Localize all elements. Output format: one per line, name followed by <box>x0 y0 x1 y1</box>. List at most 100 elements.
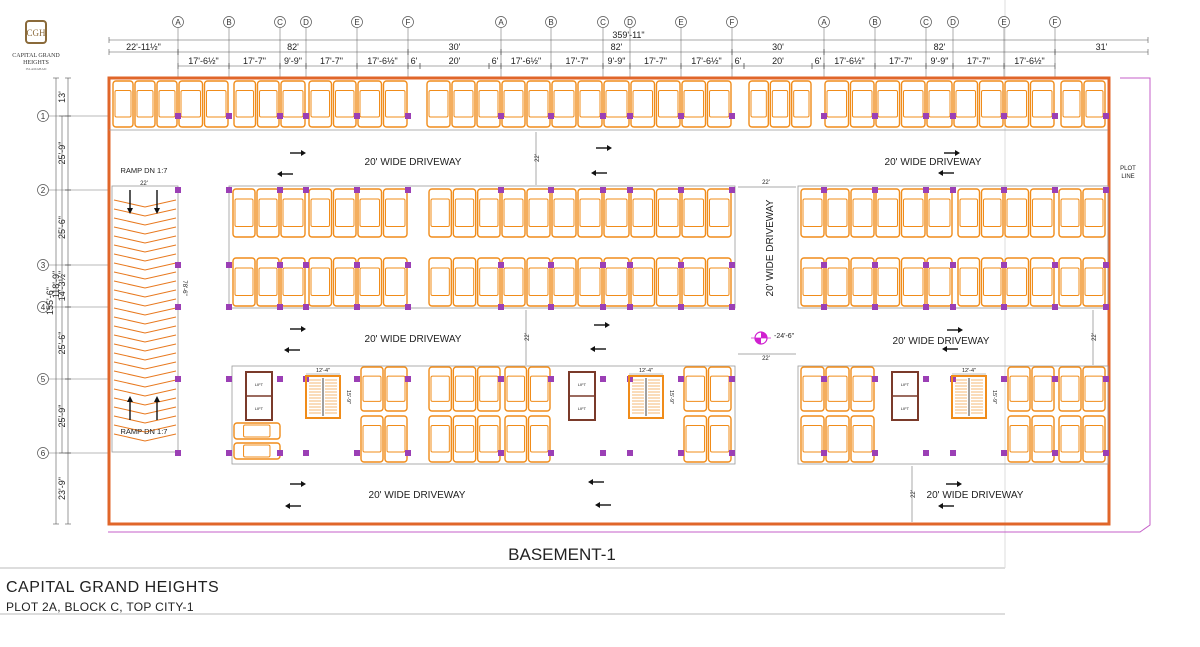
car-body <box>681 80 707 128</box>
car-cabin <box>903 90 924 118</box>
car-cabin <box>234 267 254 296</box>
ramp-label-top: RAMP DN 1:7 <box>121 166 168 175</box>
car-body <box>476 366 501 412</box>
car-stall-icon <box>178 80 204 128</box>
segment-dim-label: 31' <box>1096 42 1108 52</box>
car-cabin <box>158 90 176 118</box>
grid-column-label: D <box>627 18 633 27</box>
structural-column <box>548 450 554 456</box>
car-cabin <box>1032 267 1053 296</box>
car-body <box>875 188 901 238</box>
structural-column <box>950 113 956 119</box>
driveway-label: 20' WIDE DRIVEWAY <box>365 157 462 168</box>
car-stall-icon <box>706 80 732 128</box>
car-cabin <box>235 90 254 118</box>
car-body <box>203 80 229 128</box>
car-body <box>332 188 357 238</box>
car-cabin <box>802 375 823 402</box>
car-body <box>1004 188 1030 238</box>
ramp-slope-line <box>113 370 177 379</box>
car-stall-icon <box>203 80 229 128</box>
structural-column <box>923 262 929 268</box>
car-stall-icon <box>1004 257 1030 307</box>
grid-column-label: A <box>175 18 181 27</box>
car-cabin <box>335 267 355 296</box>
car-cabin <box>385 198 406 227</box>
grid-column-bubble <box>624 16 636 28</box>
car-cabin <box>1009 425 1029 453</box>
car-cabin <box>1009 375 1029 402</box>
car-stall-icon <box>357 80 383 128</box>
car-body <box>790 80 812 128</box>
car-cabin <box>454 375 475 402</box>
ramp-slope-line <box>113 316 177 325</box>
structural-column <box>405 376 411 382</box>
car-stall-icon <box>1029 188 1055 238</box>
car-body <box>825 257 850 307</box>
parking-island <box>797 365 1109 465</box>
car-body <box>178 80 204 128</box>
logo-tagline: ISLAMABAD <box>26 67 47 71</box>
car-stall-icon <box>504 366 528 412</box>
driveway-label: 20' WIDE DRIVEWAY <box>927 490 1024 501</box>
car-cabin <box>685 425 705 453</box>
ramp-slope-line <box>113 253 177 262</box>
car-cabin <box>658 267 679 296</box>
structural-column <box>277 113 283 119</box>
structural-column <box>950 450 956 456</box>
car-stall-icon <box>926 188 953 238</box>
car-stall-icon <box>900 257 926 307</box>
car-cabin <box>683 198 704 227</box>
car-stall-icon <box>428 188 453 238</box>
structural-column <box>405 187 411 193</box>
car-body <box>957 188 981 238</box>
structural-column <box>226 113 232 119</box>
car-body <box>706 80 732 128</box>
structural-column <box>872 113 878 119</box>
car-stall-icon <box>825 366 850 412</box>
car-stall-icon <box>849 80 875 128</box>
lift-label: LIFT <box>578 382 587 387</box>
car-stall-icon <box>769 80 791 128</box>
gap-dim-label: 22' <box>762 356 770 362</box>
car-body <box>551 80 577 128</box>
ramp-slope-line <box>113 244 177 253</box>
car-body <box>707 366 732 412</box>
car-cabin <box>1060 375 1080 402</box>
bay-dim-label: 6' <box>735 56 742 66</box>
segment-dim-label: 82' <box>287 42 299 52</box>
overall-height-dim-label: 155'-6" <box>45 287 55 315</box>
traffic-arrow-head <box>958 327 963 333</box>
structural-column <box>548 113 554 119</box>
structural-column <box>303 450 309 456</box>
car-body <box>769 80 791 128</box>
car-stall-icon <box>850 257 875 307</box>
structural-column <box>950 187 956 193</box>
car-stall-icon <box>476 80 501 128</box>
gap-dim-label: 22' <box>525 333 531 341</box>
car-cabin <box>243 424 271 438</box>
car-body <box>875 80 901 128</box>
structural-column <box>226 262 232 268</box>
car-stall-icon <box>382 188 408 238</box>
car-body <box>382 80 408 128</box>
car-cabin <box>258 198 278 227</box>
car-body <box>504 415 528 463</box>
car-stall-icon <box>452 415 477 463</box>
traffic-arrow-head <box>301 326 306 332</box>
car-stall-icon <box>926 80 953 128</box>
car-stall-icon <box>1007 415 1031 463</box>
structural-column <box>627 187 633 193</box>
structural-column <box>600 262 606 268</box>
car-body <box>681 188 707 238</box>
car-cabin <box>335 90 355 118</box>
segment-dim-label: 30' <box>449 42 461 52</box>
car-stall-icon <box>875 188 901 238</box>
car-body <box>800 188 825 238</box>
grid-row-bubble <box>37 259 49 271</box>
traffic-arrows <box>277 145 963 509</box>
car-stall-icon <box>357 188 383 238</box>
car-cabin <box>454 267 475 296</box>
car-cabin <box>553 198 575 227</box>
